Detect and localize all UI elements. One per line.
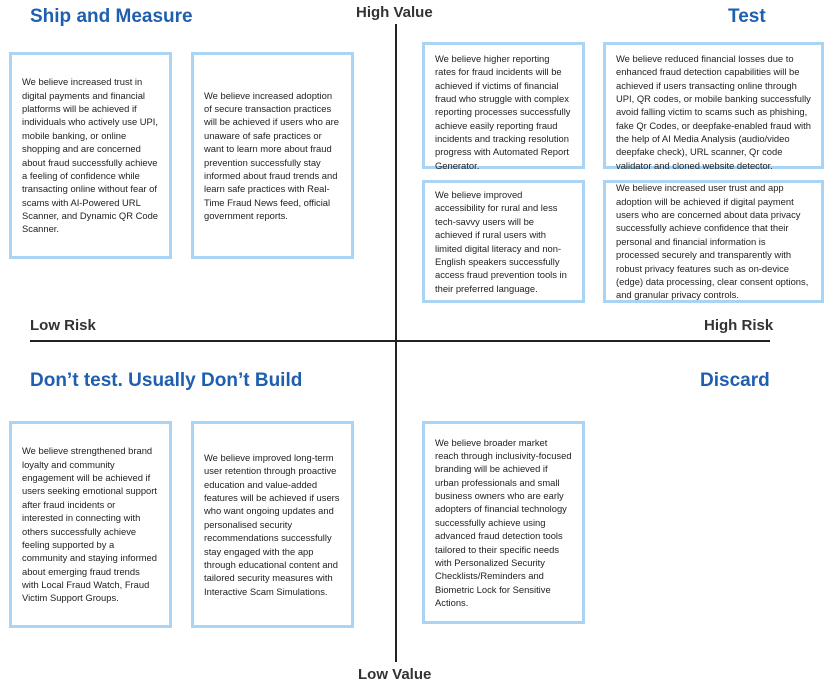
hypothesis-card: We believe increased adoption of secure … <box>191 52 354 259</box>
hypothesis-card: We believe increased user trust and app … <box>603 180 824 303</box>
hypothesis-text: We believe increased user trust and app … <box>616 182 809 301</box>
axis-label-low-risk: Low Risk <box>30 317 96 334</box>
quadrant-title-ship-and-measure: Ship and Measure <box>30 6 193 27</box>
hypothesis-text: We believe strengthened brand loyalty an… <box>22 445 157 604</box>
hypothesis-card: We believe strengthened brand loyalty an… <box>9 421 172 628</box>
hypothesis-card: We believe higher reporting rates for fr… <box>422 42 585 171</box>
quadrant-title-test: Test <box>728 6 766 27</box>
hypothesis-card: We believe reduced financial losses due … <box>603 42 824 171</box>
hypothesis-text: We believe reduced financial losses due … <box>616 53 811 171</box>
hypothesis-card: We believe improved long-term user reten… <box>191 421 354 628</box>
hypothesis-card: We believe broader market reach through … <box>422 421 585 624</box>
hypothesis-text: We believe improved accessibility for ru… <box>435 189 567 294</box>
hypothesis-text: We believe higher reporting rates for fr… <box>435 53 571 171</box>
axis-label-low-value: Low Value <box>358 666 432 683</box>
vertical-axis <box>395 24 397 662</box>
hypothesis-text: We believe increased trust in digital pa… <box>22 76 159 235</box>
horizontal-axis <box>30 340 770 342</box>
axis-label-high-value: High Value <box>356 4 433 21</box>
quadrant-title-discard: Discard <box>700 370 770 391</box>
hypothesis-text: We believe increased adoption of secure … <box>204 89 339 221</box>
hypothesis-text: We believe improved long-term user reten… <box>204 452 340 597</box>
hypothesis-text: We believe broader market reach through … <box>435 436 572 608</box>
hypothesis-card: We believe improved accessibility for ru… <box>422 180 585 303</box>
axis-label-high-risk: High Risk <box>704 317 774 334</box>
quadrant-title-dont-test: Don’t test. Usually Don’t Build <box>30 370 303 391</box>
hypothesis-card: We believe increased trust in digital pa… <box>9 52 172 259</box>
